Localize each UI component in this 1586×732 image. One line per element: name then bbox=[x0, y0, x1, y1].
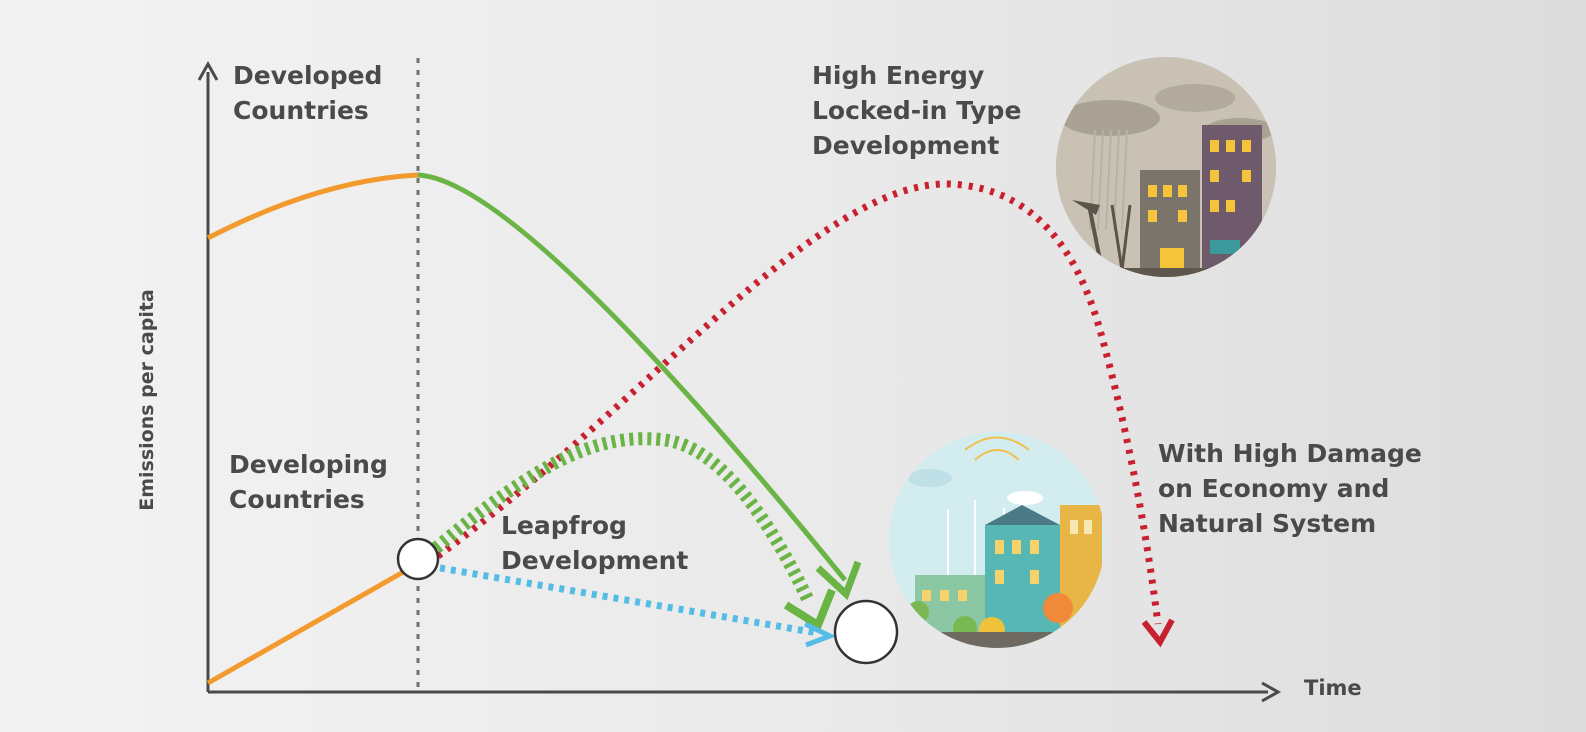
leapfrog-arrow-icon bbox=[783, 588, 836, 631]
developing-start-node bbox=[396, 537, 440, 581]
polluted-city-illustration bbox=[1056, 57, 1276, 277]
developing-countries-label: Developing Countries bbox=[229, 447, 388, 517]
developed-countries-label: Developed Countries bbox=[233, 58, 382, 128]
leapfrog-label-line: Development bbox=[501, 546, 689, 575]
target-node bbox=[833, 599, 899, 665]
developing-countries-path bbox=[206, 568, 407, 686]
high-energy-label-line: High Energy bbox=[812, 61, 985, 90]
y-axis-arrow-icon bbox=[197, 60, 219, 81]
high-damage-label: With High Damage on Economy and Natural … bbox=[1158, 436, 1422, 541]
developed-countries-path bbox=[206, 172, 419, 241]
leapfrog-path bbox=[431, 432, 814, 603]
high-damage-label-line: With High Damage bbox=[1158, 439, 1422, 468]
high-energy-label-line: Development bbox=[812, 131, 1000, 160]
high-energy-arrow-icon bbox=[1141, 618, 1175, 648]
direct-path-arrow-icon bbox=[803, 621, 837, 648]
x-axis-title: Time bbox=[1304, 676, 1362, 700]
developing-label-line: Countries bbox=[229, 485, 365, 514]
high-energy-label: High Energy Locked-in Type Development bbox=[812, 58, 1021, 163]
high-damage-label-line: on Economy and bbox=[1158, 474, 1390, 503]
green-city-illustration bbox=[889, 432, 1105, 648]
y-axis-title: Emissions per capita bbox=[136, 289, 158, 511]
sustainable-decline-path bbox=[417, 172, 847, 582]
developed-label-line: Developed bbox=[233, 61, 383, 90]
axes bbox=[197, 60, 1282, 703]
x-axis-arrow-icon bbox=[1261, 681, 1282, 703]
developed-label-line: Countries bbox=[233, 96, 369, 125]
leapfrog-label: Leapfrog Development bbox=[501, 508, 688, 578]
direct-path bbox=[439, 564, 819, 637]
high-damage-label-line: Natural System bbox=[1158, 509, 1377, 538]
developing-label-line: Developing bbox=[229, 450, 388, 479]
high-energy-label-line: Locked-in Type bbox=[812, 96, 1022, 125]
sustainable-decline-arrow-icon bbox=[815, 560, 862, 601]
leapfrog-label-line: Leapfrog bbox=[501, 511, 627, 540]
